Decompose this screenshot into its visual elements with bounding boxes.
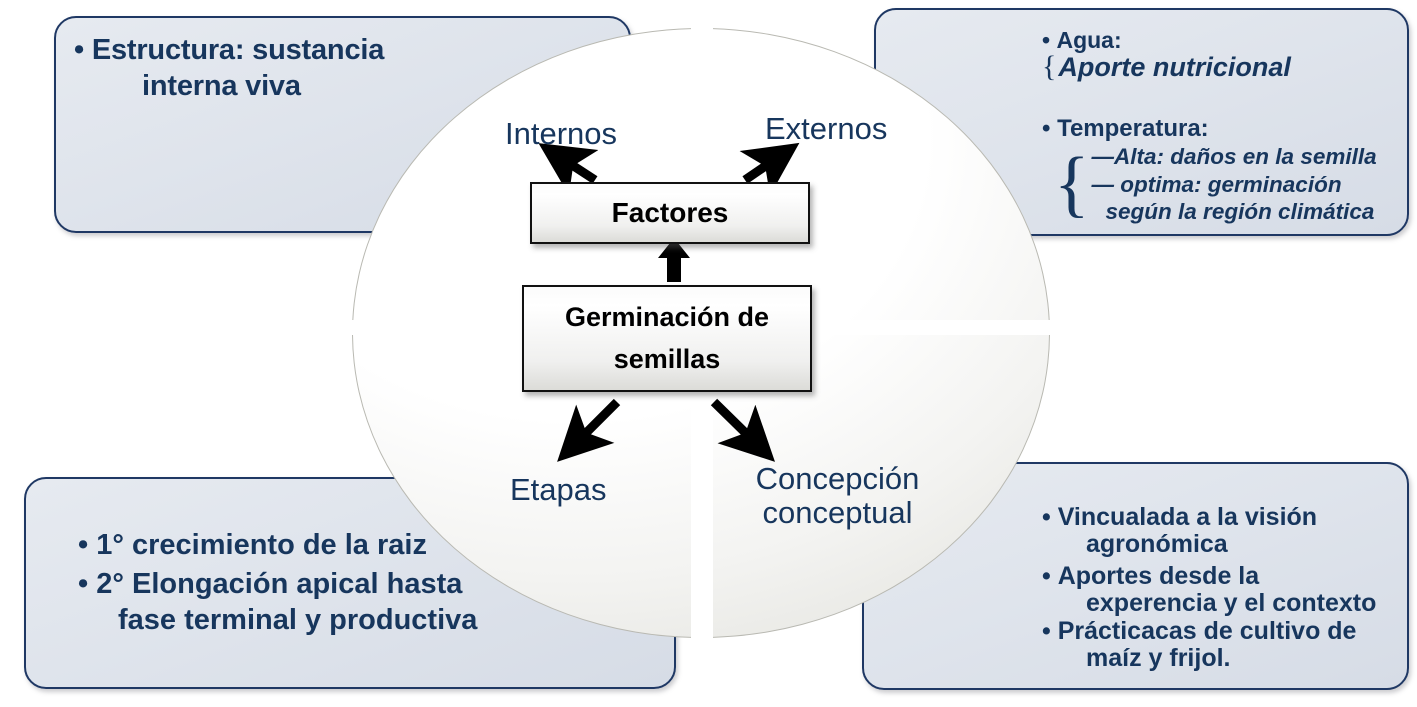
list-item: • 2° Elongación apical hasta fase termin… <box>78 566 674 639</box>
brace-icon-agua: { <box>1042 50 1057 84</box>
label-concepcion-conceptual: Concepción conceptual <box>745 461 930 531</box>
callout-tr-agua-sub: Aporte nutricional <box>1058 52 1291 83</box>
center-box-line1: Germinación de <box>564 301 770 332</box>
bullet-icon: • <box>1042 27 1057 54</box>
callout-top-left-text: • Estructura: sustancia interna viva <box>56 33 629 104</box>
bullet-icon: • <box>1042 616 1058 645</box>
callout-br-item2-line1: Aportes desde la <box>1057 561 1260 590</box>
list-item: • Aportes desde la experencia y el conte… <box>1042 561 1407 618</box>
callout-tl-line2: interna viva <box>142 69 301 102</box>
bullet-icon: • <box>1042 502 1058 531</box>
callout-bottom-right-list: • Vincualada a la visión agronómica • Ap… <box>864 480 1407 673</box>
callout-bl-item2-cont: fase terminal y productiva <box>118 604 478 637</box>
quadrant-shape <box>713 28 1050 320</box>
label-internos: Internos <box>505 116 618 151</box>
callout-top-right-text: • Agua: { Aporte nutricional • Temperatu… <box>876 18 1407 225</box>
bullet-icon: • <box>74 33 92 66</box>
callout-br-item3-line1: Prácticacas de cultivo de <box>1057 616 1357 645</box>
callout-bl-item2: 2° Elongación apical hasta <box>96 567 463 600</box>
list-item: • 1° crecimiento de la raiz <box>78 527 674 564</box>
list-item: • Prácticacas de cultivo de maíz y frijo… <box>1042 616 1407 673</box>
callout-tr-temp-label: Temperatura: <box>1057 115 1209 143</box>
label-etapas: Etapas <box>510 472 607 507</box>
quadrant-shape <box>352 28 691 320</box>
callout-tr-agua-label: Agua: <box>1056 27 1122 54</box>
label-externos: Externos <box>765 111 888 146</box>
callout-br-item1-line2: agronómica <box>1086 530 1228 558</box>
callout-tr-temp-line2: — optima: germinación <box>1091 171 1342 197</box>
center-box-factores[interactable]: Factores <box>530 182 810 244</box>
bullet-icon: • <box>1042 561 1058 590</box>
center-box-line2: semillas <box>613 343 721 374</box>
list-item: • Vincualada a la visión agronómica <box>1042 502 1407 559</box>
callout-top-right[interactable]: • Agua: { Aporte nutricional • Temperatu… <box>874 8 1409 236</box>
callout-tr-temp-line3: según la región climática <box>1105 199 1375 225</box>
bullet-icon: • <box>1042 115 1058 143</box>
quadrant-internos[interactable] <box>352 28 691 320</box>
label-concepcion-line2: conceptual <box>762 495 913 531</box>
bullet-icon: • <box>78 567 97 600</box>
callout-tl-line1: Estructura: sustancia <box>91 33 385 66</box>
center-box-germinacion[interactable]: Germinación de semillas <box>522 285 812 392</box>
brace-icon-temperatura: { <box>1054 142 1090 225</box>
callout-br-item3-line2: maíz y frijol. <box>1086 644 1231 672</box>
callout-bottom-left-list: • 1° crecimiento de la raiz • 2° Elongac… <box>26 527 674 639</box>
callout-br-item2-line2: experencia y el contexto <box>1086 589 1377 617</box>
label-concepcion-line1: Concepción <box>755 461 920 496</box>
quadrant-externos[interactable] <box>713 28 1050 320</box>
callout-bl-item1: 1° crecimiento de la raiz <box>96 529 427 562</box>
callout-tr-temp-line1: —Alta: daños en la semilla <box>1091 144 1377 170</box>
callout-br-item1-line1: Vincualada a la visión <box>1057 502 1318 531</box>
bullet-icon: • <box>78 529 97 562</box>
